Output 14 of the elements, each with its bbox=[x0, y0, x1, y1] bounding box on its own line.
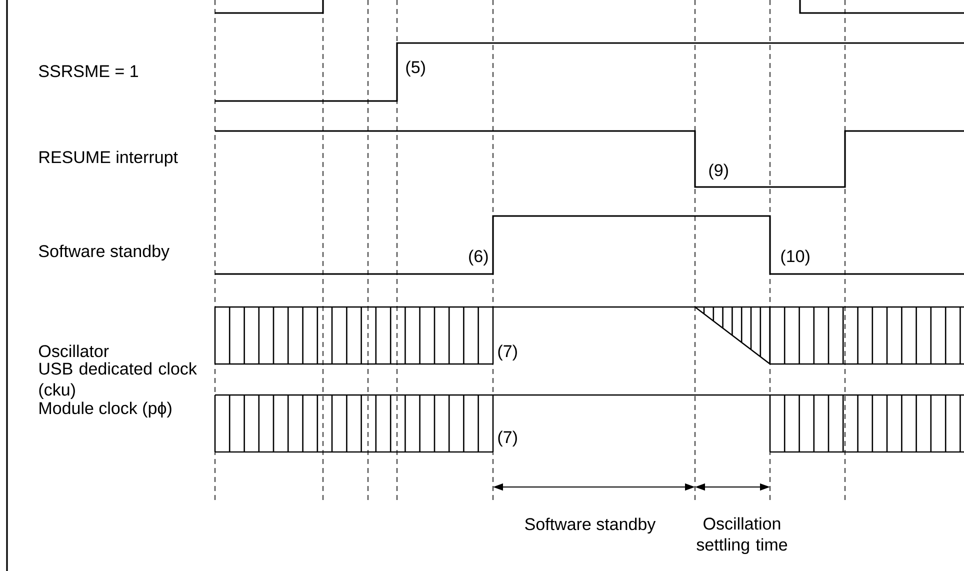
callout-number: (6) bbox=[469, 250, 488, 266]
callout-number: (7) bbox=[498, 430, 517, 447]
callout-number: (9) bbox=[709, 164, 728, 180]
signal-label: Software standby bbox=[38, 244, 170, 261]
callout-number: (7) bbox=[498, 344, 517, 361]
signal-label: Oscillator bbox=[39, 344, 109, 358]
dimension-label: Oscillation settling time bbox=[696, 517, 788, 554]
callout-number: (10) bbox=[781, 250, 810, 266]
signal-label: RESUME interrupt bbox=[40, 150, 178, 167]
callout-number: (5) bbox=[406, 60, 425, 77]
signal-label: USB dedicated clock (cku) bbox=[39, 362, 197, 400]
dimension-label: Software standby bbox=[525, 518, 656, 534]
signal-label: SSRSME = 1 bbox=[38, 65, 138, 78]
signal-label: Module clock (pϕ) bbox=[40, 402, 172, 418]
